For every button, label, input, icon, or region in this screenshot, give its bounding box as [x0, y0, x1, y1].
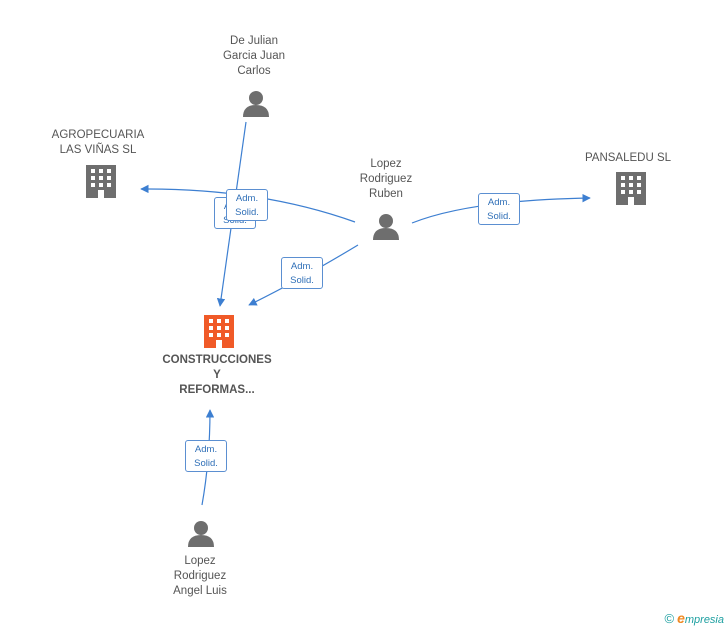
node-label-dejulian[interactable]: De Julian Garcia Juan Carlos	[222, 35, 285, 77]
brand-name: mpresia	[684, 614, 724, 626]
building-icon[interactable]	[86, 165, 116, 198]
edge-badge[interactable]: Adm. Solid.	[226, 189, 268, 221]
person-icon[interactable]	[373, 214, 399, 240]
brand-watermark: ©empresia	[664, 610, 724, 626]
person-icon[interactable]	[243, 91, 269, 117]
building-icon[interactable]	[204, 315, 234, 348]
brand-initial: e	[677, 610, 685, 626]
edge-badge[interactable]: Adm. Solid.	[478, 193, 520, 225]
node-label-lopez-angel[interactable]: Lopez Rodriguez Angel Luis	[173, 555, 227, 597]
person-icon[interactable]	[188, 521, 214, 547]
edge-badge[interactable]: Adm. Solid.	[281, 257, 323, 289]
node-label-construcciones[interactable]: CONSTRUCCIONES Y REFORMAS...	[162, 354, 272, 396]
copyright-symbol: ©	[664, 611, 675, 626]
node-label-lopez-ruben[interactable]: Lopez Rodriguez Ruben	[359, 158, 413, 200]
building-icon[interactable]	[616, 172, 646, 205]
node-label-agropecuaria[interactable]: AGROPECUARIA LAS VIÑAS SL	[51, 129, 145, 156]
node-label-pansaledu[interactable]: PANSALEDU SL	[584, 152, 672, 164]
edge-badge[interactable]: Adm. Solid.	[185, 440, 227, 472]
